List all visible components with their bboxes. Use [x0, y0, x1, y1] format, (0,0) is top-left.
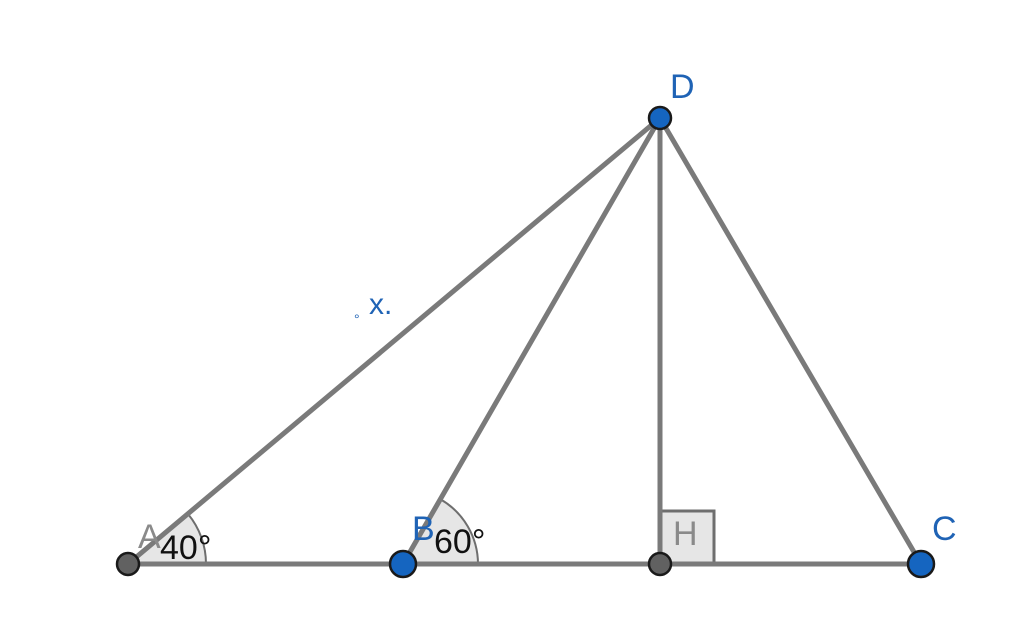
point-label-D: D [670, 68, 695, 106]
angle-value-A: 40° [160, 529, 211, 567]
point-label-H: H [673, 515, 698, 553]
side-label-mark: ° [354, 311, 360, 327]
point-B[interactable] [388, 549, 418, 579]
angle-value-B: 60° [434, 523, 485, 561]
point-label-B: B [412, 510, 435, 548]
point-label-C: C [932, 510, 957, 548]
point-label-A: A [138, 518, 161, 556]
segment-BD [400, 115, 663, 567]
segment-AD [125, 115, 663, 567]
point-D[interactable] [647, 105, 673, 131]
side-label-AD: x. [369, 288, 392, 321]
point-H[interactable] [647, 551, 673, 577]
segment-DC [657, 115, 924, 567]
point-A[interactable] [115, 551, 141, 577]
point-C[interactable] [906, 549, 936, 579]
angle-marker-B [401, 497, 480, 565]
